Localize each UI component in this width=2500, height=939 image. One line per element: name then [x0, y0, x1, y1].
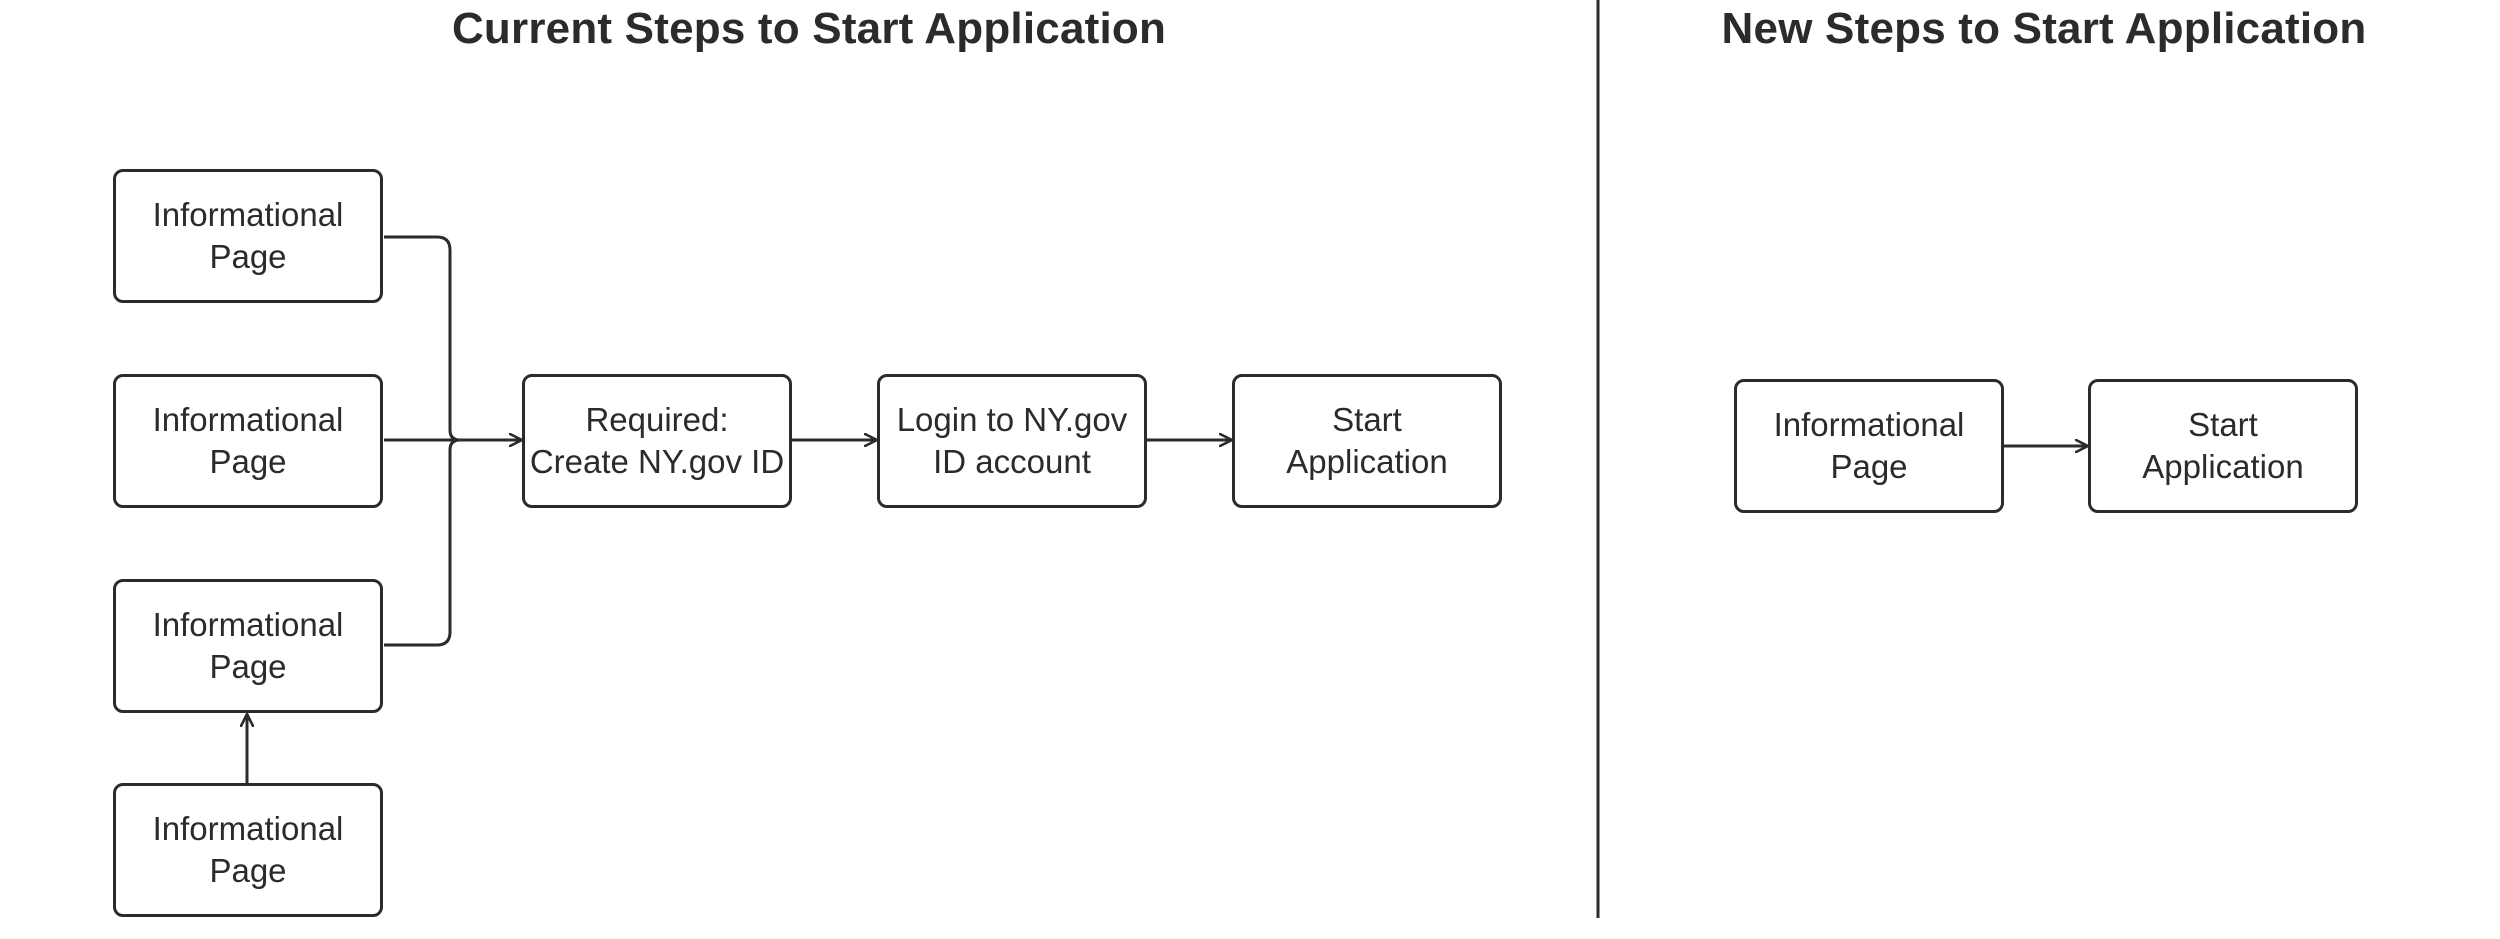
info-page-label-3: Informational Page: [152, 606, 344, 685]
create-nygov-id-box: Required: Create NY.gov ID: [522, 374, 792, 508]
login-nygov-label: Login to NY.gov ID account: [896, 401, 1128, 480]
info-page-label-1: Informational Page: [152, 196, 344, 275]
login-nygov-box: Login to NY.gov ID account: [877, 374, 1147, 508]
info-page-box-3: Informational Page: [113, 579, 383, 713]
info-page-label-4: Informational Page: [152, 810, 344, 889]
new-steps-title: New Steps to Start Application: [1721, 4, 2367, 53]
create-nygov-id-label: Required: Create NY.gov ID: [529, 401, 785, 480]
current-steps-title: Current Steps to Start Application: [451, 4, 1167, 53]
info-page-box-1: Informational Page: [113, 169, 383, 303]
info-page-box-2: Informational Page: [113, 374, 383, 508]
start-application-box-current: Start Application: [1232, 374, 1502, 508]
info-page-box-new: Informational Page: [1734, 379, 2004, 513]
connector-info3-merge: [384, 438, 461, 647]
info-page-label-new: Informational Page: [1773, 406, 1965, 485]
start-application-label-new: Start Application: [2142, 406, 2304, 485]
info-page-box-4: Informational Page: [113, 783, 383, 917]
start-application-box-new: Start Application: [2088, 379, 2358, 513]
start-application-label-current: Start Application: [1286, 401, 1448, 480]
connector-info1-merge: [384, 235, 461, 442]
info-page-label-2: Informational Page: [152, 401, 344, 480]
